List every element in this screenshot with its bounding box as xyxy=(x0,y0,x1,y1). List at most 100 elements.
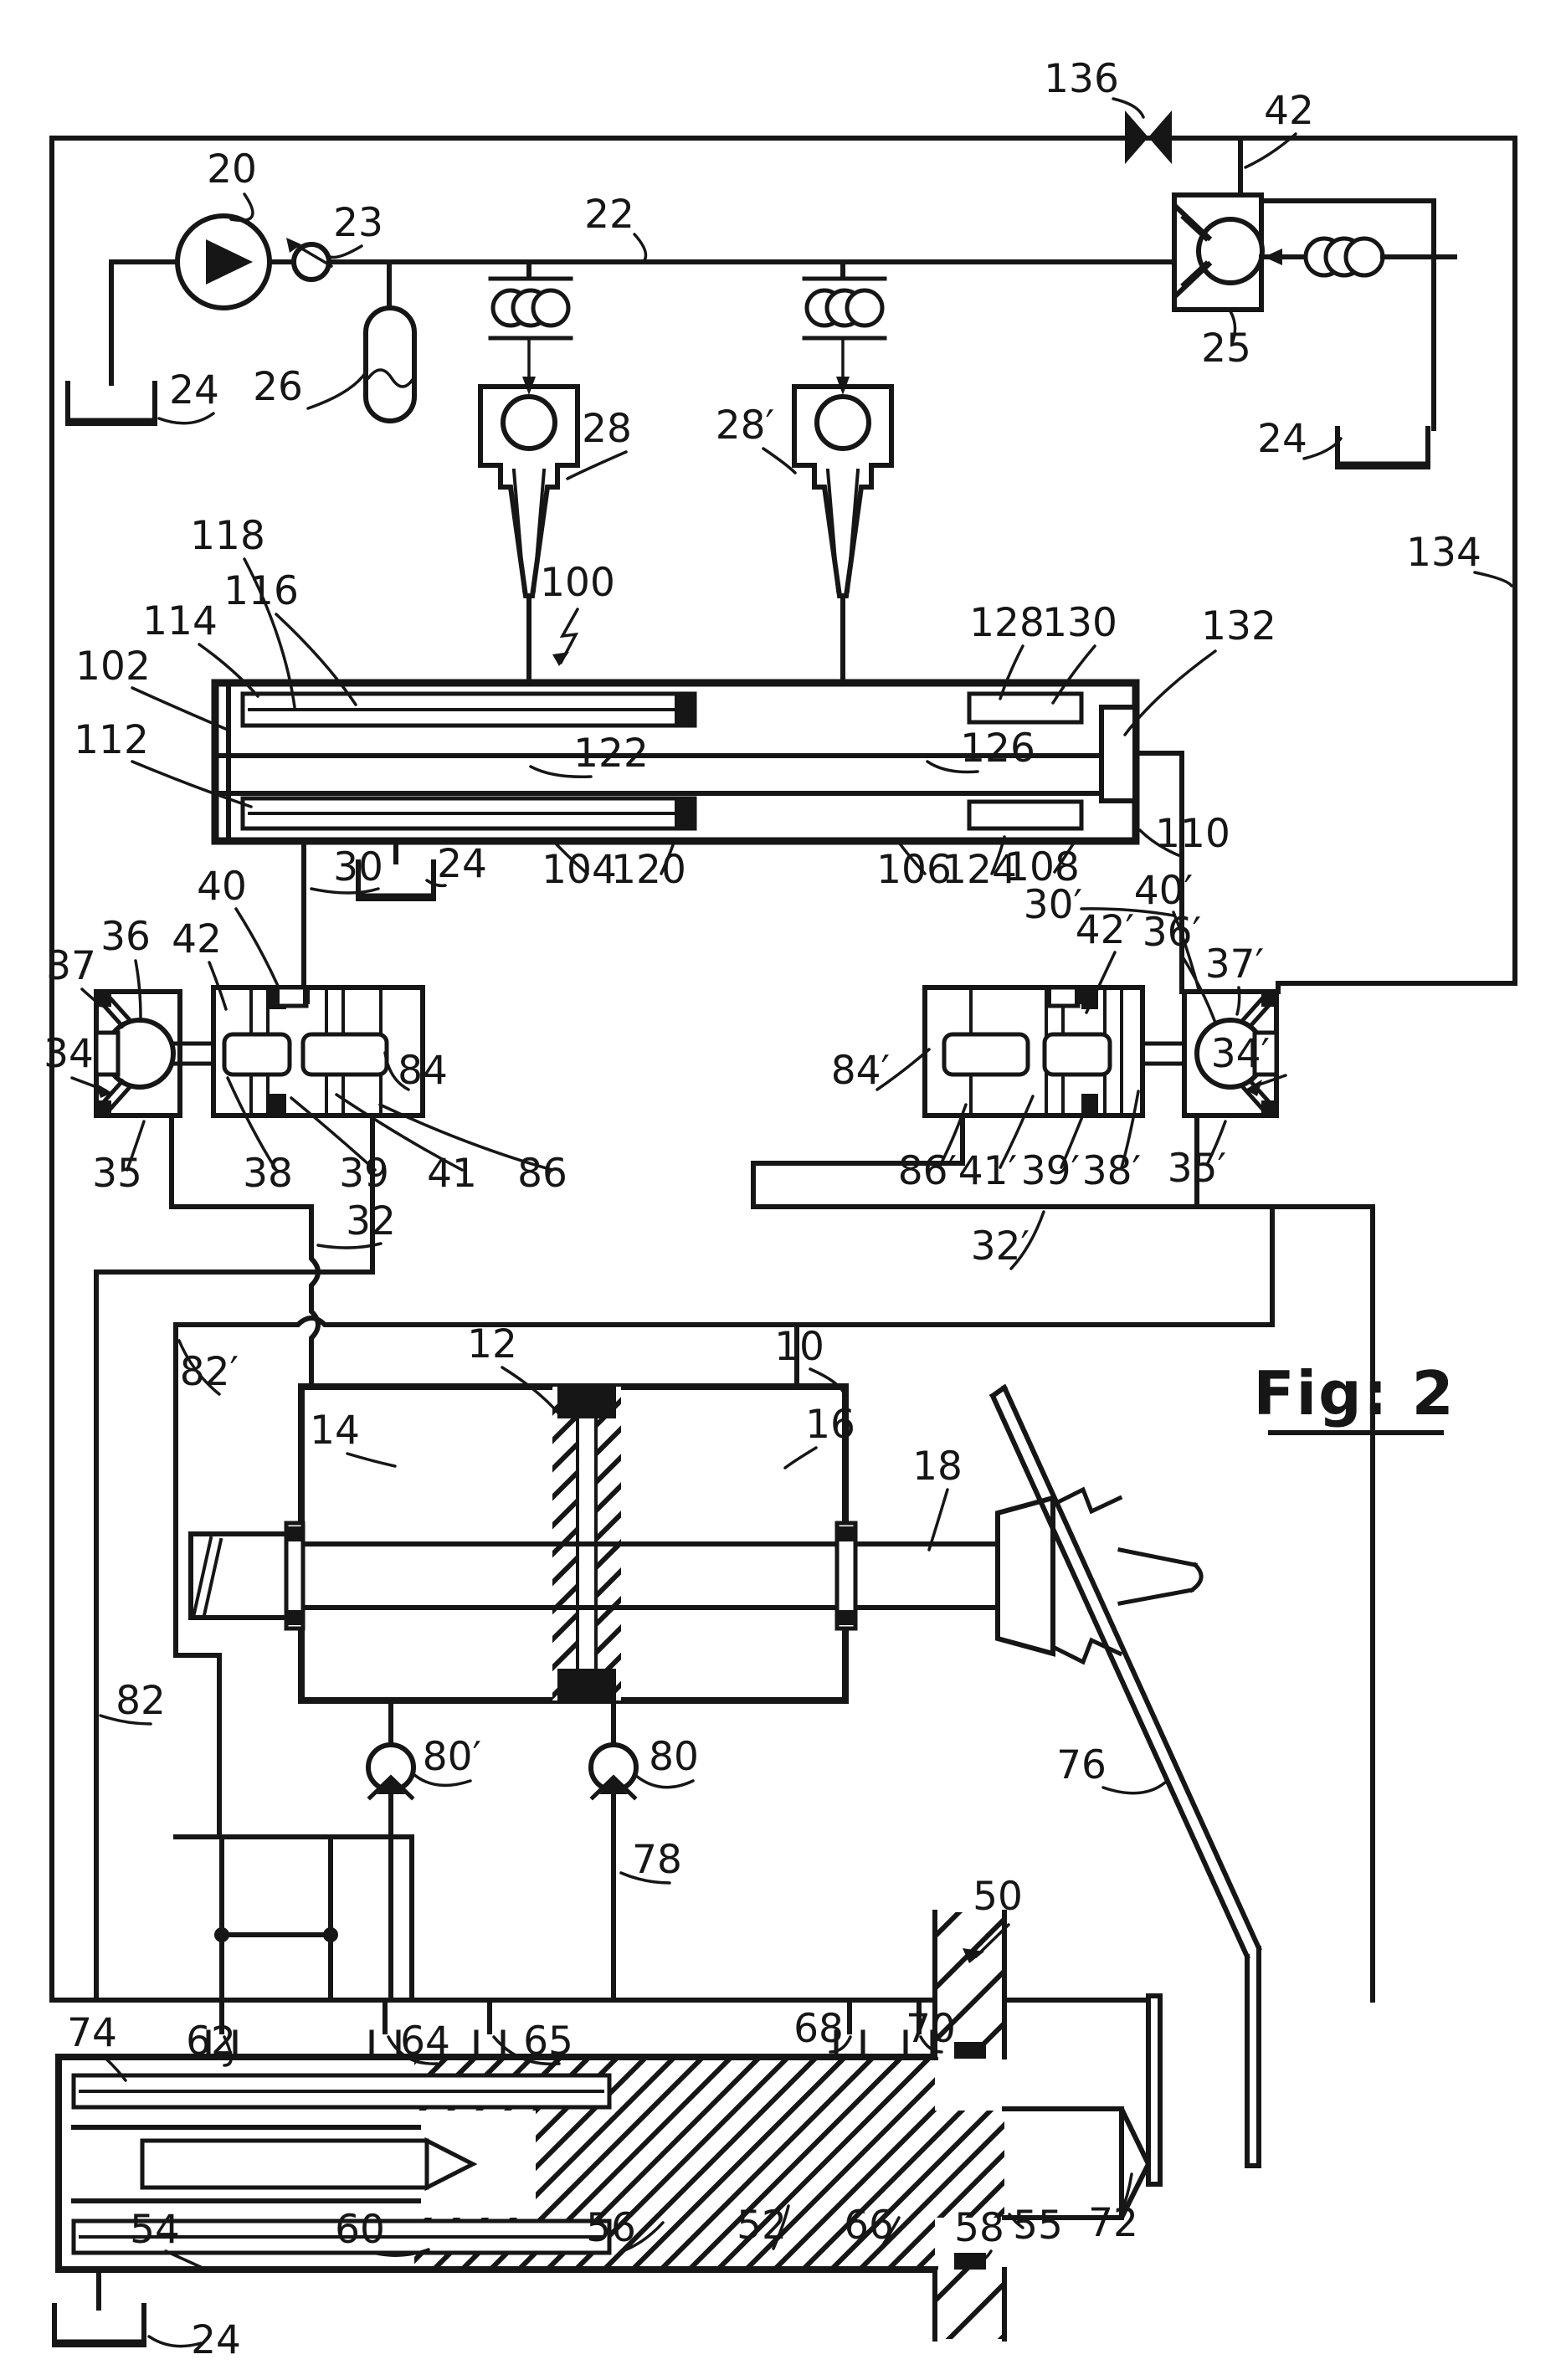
solenoid-valve-28-prime xyxy=(792,259,894,685)
pointer-arrow-icon xyxy=(1245,1080,1262,1096)
ref-label-106: 106 xyxy=(876,847,952,893)
ref-label-128: 128 xyxy=(969,600,1045,646)
ref-label-41p: 41′ xyxy=(958,1148,1017,1194)
ref-label-39p: 39′ xyxy=(1021,1148,1080,1194)
ref-label-36p: 36′ xyxy=(1143,910,1201,956)
ref-label-80: 80 xyxy=(649,1734,699,1780)
ref-label-22: 22 xyxy=(584,192,634,238)
figure-caption: Fig: 2 xyxy=(1253,1358,1455,1429)
ref-label-52: 52 xyxy=(737,2203,787,2249)
ref-label-84: 84 xyxy=(398,1048,448,1094)
lightning-arrow-icon xyxy=(552,652,569,666)
pump-circuit xyxy=(65,213,1177,426)
ref-label-30: 30 xyxy=(333,844,383,890)
ref-label-82: 82 xyxy=(116,1678,166,1724)
leader-lines xyxy=(70,97,1513,2348)
ref-label-118: 118 xyxy=(190,513,265,559)
check-valve-arrow-icon xyxy=(286,238,301,253)
ref-label-24: 24 xyxy=(1257,416,1307,462)
ref-label-55: 55 xyxy=(1013,2203,1063,2249)
ref-label-18: 18 xyxy=(912,1444,963,1490)
ref-label-104: 104 xyxy=(542,847,617,893)
ref-label-112: 112 xyxy=(74,717,149,763)
pointer-arrow-icon xyxy=(95,1083,112,1098)
ref-label-68: 68 xyxy=(793,2006,844,2052)
diaphragm-seal-bottom xyxy=(557,1669,616,1700)
ref-label-36: 36 xyxy=(100,914,151,960)
shaft-18 xyxy=(299,1541,1000,1610)
ref-label-37p: 37′ xyxy=(1205,941,1264,987)
ref-label-40p: 40′ xyxy=(1134,868,1193,914)
ref-label-80p: 80′ xyxy=(423,1734,481,1780)
ref-label-24: 24 xyxy=(191,2317,241,2363)
ref-label-32: 32 xyxy=(346,1198,396,1244)
ref-label-39: 39 xyxy=(339,1151,389,1197)
ref-label-14: 14 xyxy=(310,1408,360,1454)
ref-label-37: 37 xyxy=(46,943,96,989)
ref-label-40: 40 xyxy=(197,864,247,910)
ref-label-70: 70 xyxy=(906,2006,956,2052)
ref-label-10: 10 xyxy=(774,1324,824,1370)
diaphragm-seal-top xyxy=(557,1387,616,1418)
ref-label-122: 122 xyxy=(573,731,649,777)
ref-label-26: 26 xyxy=(253,364,303,410)
ref-label-100: 100 xyxy=(540,560,615,606)
pressure-rail-100 xyxy=(211,608,1184,994)
ref-label-34: 34 xyxy=(44,1031,94,1077)
ref-label-50: 50 xyxy=(973,1874,1023,1920)
ref-label-132: 132 xyxy=(1201,603,1276,649)
ref-label-126: 126 xyxy=(960,726,1035,772)
ref-label-34p: 34′ xyxy=(1211,1031,1270,1077)
ref-label-41: 41 xyxy=(427,1151,477,1197)
ref-label-42: 42 xyxy=(172,916,222,962)
ref-label-24: 24 xyxy=(437,841,487,887)
ref-label-42: 42 xyxy=(1264,88,1314,134)
ref-label-35p: 35′ xyxy=(1168,1146,1226,1192)
ref-label-102: 102 xyxy=(75,644,151,690)
ref-label-58: 58 xyxy=(954,2205,1004,2251)
ref-label-32p: 32′ xyxy=(971,1223,1030,1270)
line-cross xyxy=(173,1316,1275,1327)
ref-label-86: 86 xyxy=(517,1151,567,1197)
solenoid-valve-28 xyxy=(478,259,580,685)
ref-label-60: 60 xyxy=(335,2207,385,2253)
ref-label-16: 16 xyxy=(805,1402,855,1448)
rail-end-cap-132 xyxy=(1099,705,1137,803)
ref-label-28p: 28′ xyxy=(716,403,774,449)
ref-label-120: 120 xyxy=(611,847,686,893)
ref-label-42p: 42′ xyxy=(1076,907,1134,953)
ref-label-64: 64 xyxy=(400,2018,450,2065)
ref-label-30p: 30′ xyxy=(1024,882,1082,928)
ref-label-136: 136 xyxy=(1044,56,1119,102)
ref-label-66: 66 xyxy=(844,2203,894,2249)
shutoff-valve-136 xyxy=(1125,110,1172,164)
accumulator-26 xyxy=(363,305,417,423)
ref-label-130: 130 xyxy=(1042,600,1117,646)
ref-label-134: 134 xyxy=(1406,530,1481,576)
check-valve-80-prime xyxy=(366,1698,416,2003)
line-32 xyxy=(309,1204,321,1389)
reservoir-24-topright xyxy=(1335,426,1430,469)
ref-label-20: 20 xyxy=(207,146,257,192)
ref-label-72: 72 xyxy=(1088,2200,1138,2246)
ref-label-124: 124 xyxy=(942,847,1017,893)
ref-label-82p: 82′ xyxy=(180,1349,239,1395)
pointer-arrow-icon xyxy=(963,1948,984,1963)
reservoir-24-bottom xyxy=(52,2303,146,2347)
ref-label-23: 23 xyxy=(333,200,383,246)
ref-label-74: 74 xyxy=(67,2010,117,2056)
ref-label-12: 12 xyxy=(467,1321,517,1367)
ref-label-76: 76 xyxy=(1056,1742,1107,1788)
ref-label-108: 108 xyxy=(1004,844,1080,890)
brake-pedal-76 xyxy=(988,1383,1262,2187)
ref-label-86p: 86′ xyxy=(898,1148,957,1194)
flow-arrow-icon xyxy=(1264,249,1282,265)
ref-label-54: 54 xyxy=(130,2207,180,2253)
pedal-foot-plate xyxy=(1146,1993,1163,2187)
booster-body-10 xyxy=(188,1383,1204,1704)
reservoir-24-mid xyxy=(356,859,436,901)
ref-label-62: 62 xyxy=(186,2018,236,2065)
ref-label-114: 114 xyxy=(142,598,218,644)
